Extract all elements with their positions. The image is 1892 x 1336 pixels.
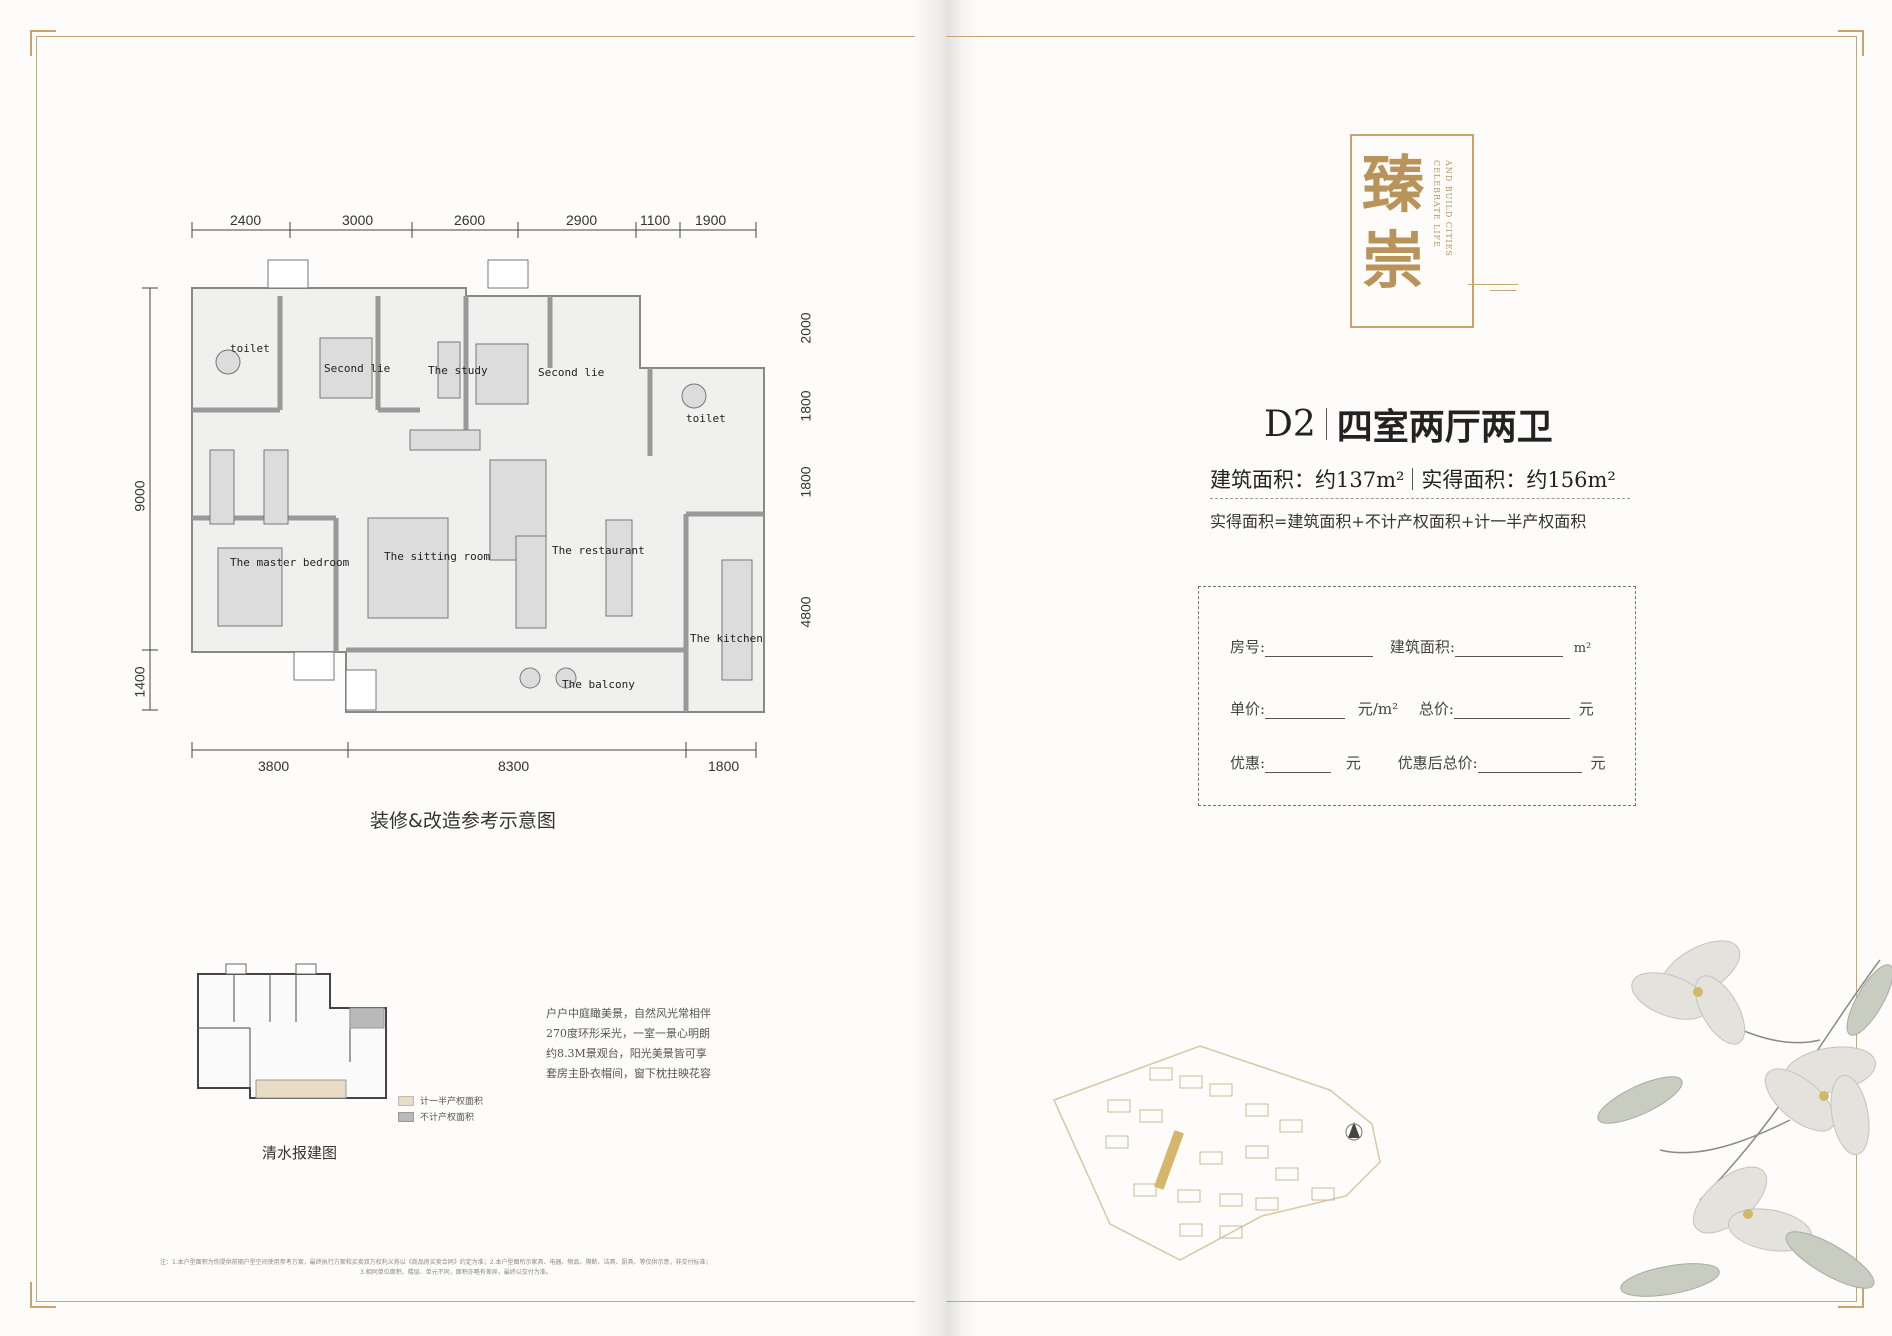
after-discount-yuan: 元 <box>1590 754 1606 772</box>
room-second-lie-2: Second lie <box>538 366 605 379</box>
mini-plan-caption: 清水报建图 <box>262 1144 338 1162</box>
unit-price-field[interactable] <box>1265 718 1346 719</box>
dim-right-1: 2000 <box>797 312 814 344</box>
brand-box <box>1350 134 1474 328</box>
dim-top-6: 1900 <box>695 212 727 228</box>
room-kitchen: The kitchen <box>690 632 763 645</box>
site-plan <box>1052 1045 1381 1261</box>
dim-right-3: 1800 <box>797 466 814 498</box>
unit-code: D2 <box>1264 403 1316 445</box>
total-yuan: 元 <box>1578 700 1594 718</box>
corner-ornament <box>30 1282 56 1308</box>
left-page-frame <box>36 36 915 1302</box>
after-discount-field[interactable] <box>1477 772 1582 773</box>
footnote-line: 3.相同单位面积、楼层、单元不同，面积亦略有差异，最终以交付为准。 <box>360 1269 552 1276</box>
footnote-line: 注：1.本户型面积为你提供前期户型空间使用参考方案，最终执行方案和买卖双方权利义… <box>160 1259 712 1266</box>
page-gutter <box>910 0 980 1336</box>
floral-decoration <box>1597 940 1892 1297</box>
brand-char-2: 崇 <box>1362 224 1425 297</box>
unit-m2: m² <box>1573 641 1592 656</box>
legend-label-half: 计一半产权面积 <box>420 1097 484 1107</box>
corner-ornament <box>30 30 56 56</box>
dim-left-1: 9000 <box>131 480 148 512</box>
description-line: 户户中庭瞰美景，自然风光常相伴 <box>546 1007 711 1020</box>
total-label: 总价: <box>1418 700 1454 718</box>
dim-top-5: 1100 <box>640 212 671 228</box>
price-unit: 元/m² <box>1357 700 1399 718</box>
room-balcony: The balcony <box>562 678 635 691</box>
room-sitting-room: The sitting room <box>384 550 490 563</box>
price-form <box>1198 586 1636 806</box>
room-no-label: 房号: <box>1230 638 1266 656</box>
room-second-lie-1: Second lie <box>324 362 391 375</box>
room-study: The study <box>428 364 488 377</box>
unit-price-label: 单价: <box>1230 700 1266 718</box>
discount-label: 优惠: <box>1230 754 1266 772</box>
room-restaurant: The restaurant <box>552 544 645 557</box>
legend-item: 计一半产权面积 <box>398 1094 483 1107</box>
area-underline <box>1210 498 1630 499</box>
brand-sub-2: AND BUILD CITIES <box>1444 160 1453 257</box>
area-formula: 实得面积=建筑面积+不计产权面积+计一半产权面积 <box>1210 512 1587 531</box>
form-row-1: 房号: 建筑面积: m² <box>1230 636 1591 657</box>
building-area-label: 建筑面积: <box>1389 638 1455 656</box>
building-area-field[interactable] <box>1454 656 1563 657</box>
dim-left-2: 1400 <box>131 666 148 698</box>
dim-bottom-3: 1800 <box>708 758 740 774</box>
mini-floor-plan <box>197 963 387 1099</box>
unit-description: 户户中庭瞰美景，自然风光常相伴 270度环形采光，一室一景心明朗 约8.3M景观… <box>546 1004 786 1084</box>
description-line: 套房主卧衣帽间，窗下枕拄映花容 <box>546 1067 711 1080</box>
brand-line <box>1468 284 1518 285</box>
area-line: 建筑面积：约137m² 实得面积：约156m² <box>1210 464 1616 494</box>
form-row-2: 单价: 元/m² 总价: 元 <box>1230 698 1594 719</box>
dim-right-2: 1800 <box>797 390 814 422</box>
room-master-bedroom: The master bedroom <box>230 556 350 569</box>
unit-heading: D2 四室两厅两卫 <box>1264 398 1553 450</box>
brand-line <box>1490 290 1516 291</box>
form-row-3: 优惠: 元 优惠后总价: 元 <box>1230 752 1606 773</box>
corner-ornament <box>1838 30 1864 56</box>
dim-top-3: 2600 <box>454 212 486 228</box>
after-discount-label: 优惠后总价: <box>1397 754 1478 772</box>
brand-char-1: 臻 <box>1362 148 1425 221</box>
right-page-frame <box>946 36 1857 1302</box>
legend-label-excluded: 不计产权面积 <box>420 1113 475 1123</box>
room-toilet-left: toilet <box>230 342 270 355</box>
room-no-field[interactable] <box>1265 656 1374 657</box>
total-field[interactable] <box>1453 718 1570 719</box>
legend-item: 不计产权面积 <box>398 1110 483 1123</box>
dim-top-4: 2900 <box>566 212 598 228</box>
dim-top-1: 2400 <box>230 212 262 228</box>
actual-area: 实得面积：约156m² <box>1421 468 1616 492</box>
legend: 计一半产权面积 不计产权面积 <box>398 1094 483 1123</box>
dim-bottom-2: 8300 <box>498 758 530 774</box>
discount-field[interactable] <box>1265 772 1332 773</box>
plan-caption: 装修&改造参考示意图 <box>370 810 556 832</box>
legend-swatch-excluded <box>398 1111 414 1122</box>
unit-type: 四室两厅两卫 <box>1336 406 1553 448</box>
dim-top-2: 3000 <box>342 212 374 228</box>
discount-yuan: 元 <box>1345 754 1361 772</box>
dim-bottom-1: 3800 <box>258 758 290 774</box>
legend-swatch-half <box>398 1095 414 1106</box>
room-toilet-right: toilet <box>686 412 726 425</box>
building-area: 建筑面积：约137m² <box>1210 468 1405 492</box>
dim-right-4: 4800 <box>797 596 814 628</box>
description-line: 270度环形采光，一室一景心明朗 <box>546 1027 710 1040</box>
corner-ornament <box>1838 1282 1864 1308</box>
footnote: 注：1.本户型面积为你提供前期户型空间使用参考方案，最终执行方案和买卖双方权利义… <box>160 1258 800 1278</box>
area-divider <box>1412 468 1414 490</box>
heading-divider <box>1325 408 1327 440</box>
description-line: 约8.3M景观台，阳光美景皆可享 <box>546 1047 707 1060</box>
floor-plan <box>142 222 765 758</box>
brand-sub-1: CELEBRATE LIFE <box>1432 160 1441 248</box>
